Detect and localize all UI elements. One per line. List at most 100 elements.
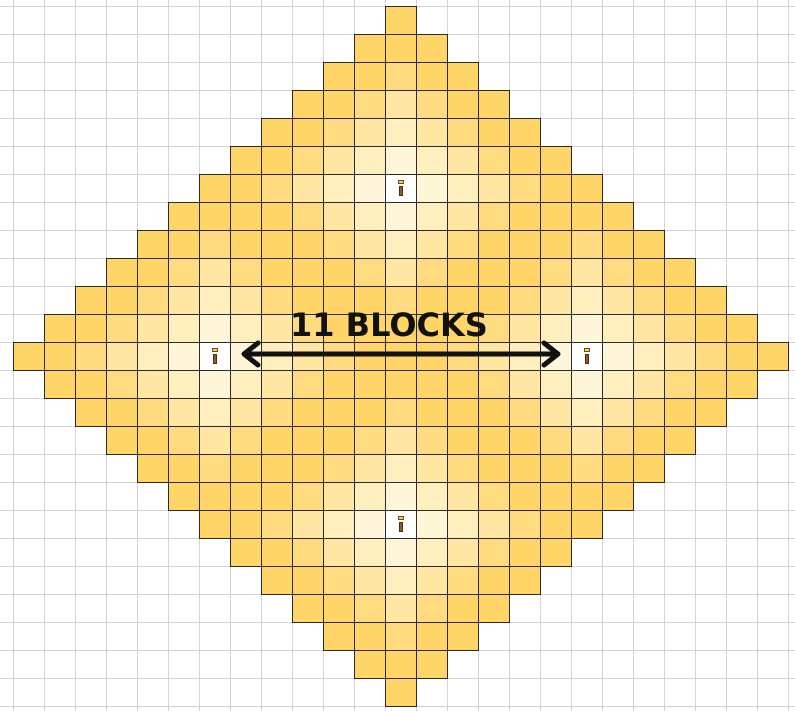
grid-block [478, 146, 510, 175]
grid-block [509, 202, 541, 231]
grid-block [385, 202, 417, 231]
grid-block [168, 202, 200, 231]
grid-block [385, 426, 417, 455]
grid-block [509, 174, 541, 203]
grid-block [75, 342, 107, 371]
grid-block [261, 146, 293, 175]
grid-block [323, 566, 355, 595]
grid-block [695, 286, 727, 315]
arrow-head-right [541, 340, 561, 368]
grid-block [199, 286, 231, 315]
grid-block [664, 370, 696, 399]
grid-block [323, 622, 355, 651]
grid-block [447, 622, 479, 651]
grid-block [602, 370, 634, 399]
grid-block [478, 594, 510, 623]
grid-block [540, 146, 572, 175]
grid-block [416, 62, 448, 91]
grid-block [540, 258, 572, 287]
torch-icon [385, 174, 416, 202]
grid-block [447, 174, 479, 203]
grid-block [447, 230, 479, 259]
grid-block [106, 342, 138, 371]
grid-block [416, 454, 448, 483]
grid-block [230, 510, 262, 539]
grid-block [354, 34, 386, 63]
grid-block [478, 398, 510, 427]
grid-block [230, 454, 262, 483]
grid-block [540, 398, 572, 427]
grid-block [354, 174, 386, 203]
grid-block [478, 510, 510, 539]
grid-block [509, 566, 541, 595]
grid-block [571, 174, 603, 203]
grid-block [416, 482, 448, 511]
grid-block [478, 258, 510, 287]
grid-block [385, 678, 417, 707]
grid-block [602, 482, 634, 511]
grid-block [509, 118, 541, 147]
grid-block [571, 370, 603, 399]
grid-block [354, 538, 386, 567]
grid-block [447, 538, 479, 567]
grid-block [323, 454, 355, 483]
grid-block [602, 258, 634, 287]
grid-block [106, 370, 138, 399]
grid-block [13, 342, 45, 371]
torch-icon [199, 342, 230, 370]
grid-block [354, 286, 386, 315]
grid-block [230, 426, 262, 455]
grid-block [757, 342, 789, 371]
grid-block [323, 174, 355, 203]
grid-block [416, 650, 448, 679]
grid-block [292, 594, 324, 623]
grid-block [106, 398, 138, 427]
grid-block [230, 230, 262, 259]
grid-block [602, 286, 634, 315]
grid-block [354, 594, 386, 623]
grid-block [664, 426, 696, 455]
grid-block [571, 510, 603, 539]
grid-block [571, 482, 603, 511]
grid-block [261, 566, 293, 595]
grid-block [695, 398, 727, 427]
grid-block [44, 314, 76, 343]
grid-block [509, 146, 541, 175]
grid-block [292, 286, 324, 315]
grid-block [323, 426, 355, 455]
torch-icon [385, 510, 416, 538]
grid-block [633, 370, 665, 399]
grid-block [292, 566, 324, 595]
grid-block [416, 314, 448, 343]
grid-block [292, 146, 324, 175]
grid-block [416, 594, 448, 623]
grid-block [416, 34, 448, 63]
grid-block [168, 230, 200, 259]
grid-block [385, 370, 417, 399]
grid-block [540, 174, 572, 203]
grid-block [447, 202, 479, 231]
grid-block [416, 258, 448, 287]
grid-block [447, 426, 479, 455]
grid-block [447, 454, 479, 483]
grid-block [447, 62, 479, 91]
grid-block [106, 426, 138, 455]
grid-block [664, 286, 696, 315]
grid-block [447, 258, 479, 287]
arrow-head-left [241, 340, 261, 368]
grid-block [385, 650, 417, 679]
grid-block [664, 314, 696, 343]
grid-block [509, 510, 541, 539]
grid-block [385, 482, 417, 511]
torch-icon [571, 342, 602, 370]
grid-block [168, 482, 200, 511]
grid-block [261, 118, 293, 147]
distance-label: 11 BLOCKS [290, 306, 488, 344]
grid-block [726, 342, 758, 371]
grid-block [633, 454, 665, 483]
grid-block [726, 370, 758, 399]
grid-block [354, 398, 386, 427]
